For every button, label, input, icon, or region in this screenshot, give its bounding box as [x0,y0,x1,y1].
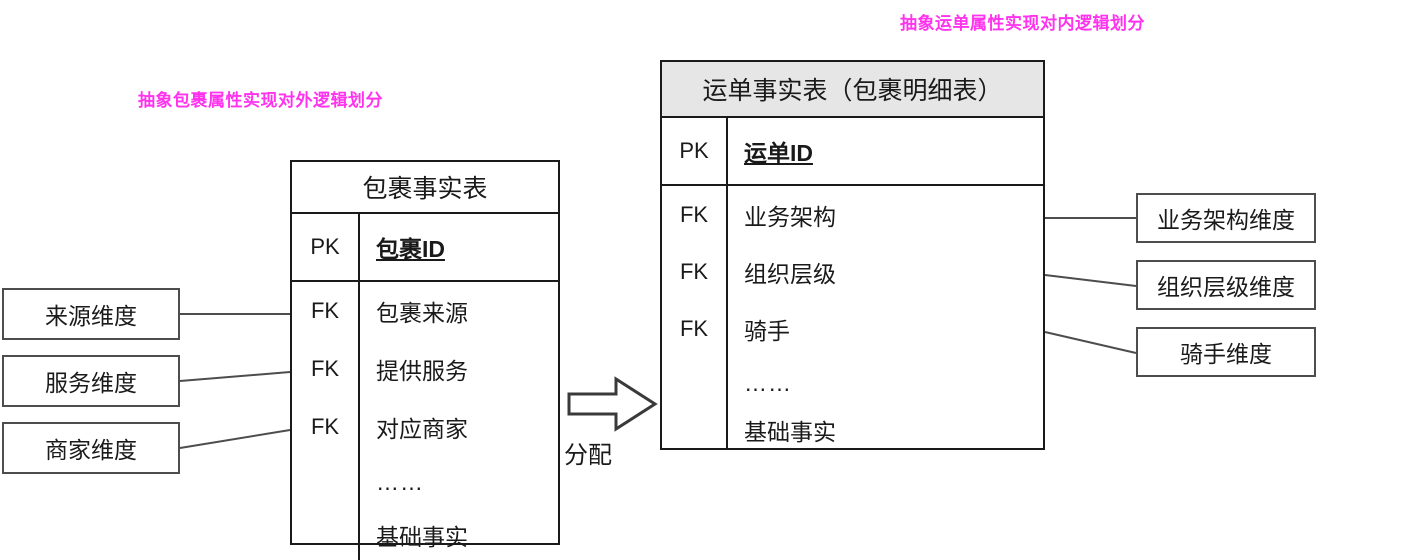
table-row[interactable]: 基础事实 [662,409,1043,450]
package-table-pk-group: PK 包裹ID [292,214,558,282]
waybill-table-field-group: FK 业务架构 FK 组织层级 FK 骑手 …… 基础事实 [662,186,1043,450]
table-row[interactable]: FK 提供服务 [292,340,558,398]
table-row[interactable]: FK 包裹来源 [292,282,558,340]
dimension-box-source[interactable]: 来源维度 [2,288,180,340]
row-key-type: FK [662,300,728,357]
left-annotation-caption: 抽象包裹属性实现对外逻辑划分 [138,91,383,110]
row-key-type [662,357,728,409]
dimension-label: 业务架构维度 [1157,207,1295,233]
table-row[interactable]: PK 运单ID [662,118,1043,184]
table-row[interactable]: FK 业务架构 [662,186,1043,243]
allocation-arrow-label: 分配 [564,442,612,469]
row-key-type: FK [292,282,360,340]
row-field-name: 基础事实 [376,523,468,550]
row-key-type: FK [292,340,360,398]
row-field-name: 提供服务 [376,358,468,384]
waybill-table-title: 运单事实表（包裹明细表） [662,62,1043,118]
table-row[interactable]: FK 组织层级 [662,243,1043,300]
dimension-box-rider[interactable]: 骑手维度 [1136,327,1316,377]
row-key-type: FK [292,398,360,456]
row-field-name: 运单ID [744,140,813,166]
right-annotation-caption: 抽象运单属性实现对内逻辑划分 [900,14,1145,33]
row-key-type [292,456,360,508]
connector-merchant-dim [179,429,291,449]
row-key-type [662,409,728,450]
table-row[interactable]: PK 包裹ID [292,214,558,280]
table-row[interactable]: …… [662,357,1043,409]
connector-service-dim [179,371,291,382]
row-field-name: 业务架构 [744,203,836,230]
row-key-type: FK [662,186,728,243]
dimension-box-service[interactable]: 服务维度 [2,355,180,407]
dimension-box-business-architecture[interactable]: 业务架构维度 [1136,193,1316,243]
row-field-name: 骑手 [744,317,790,344]
package-fact-table[interactable]: 包裹事实表 PK 包裹ID FK 包裹来源 FK 提供服务 FK 对应商家 … [290,160,560,560]
table-row[interactable]: FK 对应商家 [292,398,558,456]
connector-org-dim [1044,274,1137,287]
table-row[interactable]: 基础事实 [292,508,558,560]
table-row[interactable]: …… [292,456,558,508]
row-field-name: …… [744,369,792,396]
waybill-table-pk-group: PK 运单ID [662,118,1043,186]
dimension-box-merchant[interactable]: 商家维度 [2,422,180,474]
package-table-field-group: FK 包裹来源 FK 提供服务 FK 对应商家 …… 基础事实 [292,282,558,560]
connector-rider-dim [1044,331,1137,354]
row-field-name: 包裹来源 [376,300,468,326]
dimension-label: 骑手维度 [1180,341,1272,367]
dimension-label: 服务维度 [45,370,137,396]
row-key-type: PK [662,118,728,184]
dimension-label: 商家维度 [45,437,137,463]
row-key-type [292,508,360,560]
row-field-name: 组织层级 [744,260,836,287]
dimension-label: 组织层级维度 [1157,274,1295,300]
dimension-box-org-hierarchy[interactable]: 组织层级维度 [1136,260,1316,310]
waybill-fact-table[interactable]: 运单事实表（包裹明细表） PK 运单ID FK 业务架构 FK 组织层级 FK … [660,60,1045,450]
row-field-name: …… [376,468,424,495]
allocation-arrow-icon [567,376,658,432]
row-field-name: 基础事实 [744,418,836,445]
package-table-title: 包裹事实表 [292,162,558,214]
dimension-label: 来源维度 [45,303,137,329]
table-row[interactable]: FK 骑手 [662,300,1043,357]
row-key-type: PK [292,214,360,280]
row-key-type: FK [662,243,728,300]
row-field-name: 包裹ID [376,236,445,262]
row-field-name: 对应商家 [376,416,468,442]
